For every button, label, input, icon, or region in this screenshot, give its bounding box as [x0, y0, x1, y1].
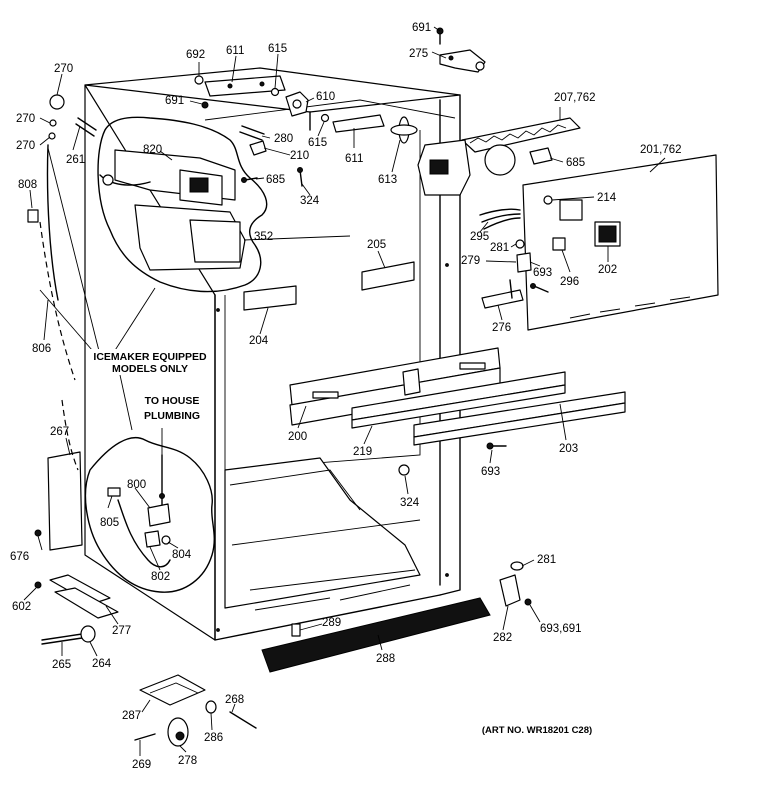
label-295: 295	[470, 231, 489, 243]
icemaker-area-outline	[97, 116, 268, 293]
label-269: 269	[132, 759, 151, 771]
label-268: 268	[225, 694, 244, 706]
label-693-b: 693	[481, 466, 500, 478]
art-number: (ART NO. WR18201 C28)	[482, 725, 592, 736]
label-602: 602	[12, 601, 31, 613]
label-203: 203	[559, 443, 578, 455]
label-278: 278	[178, 755, 197, 767]
label-261: 261	[66, 154, 85, 166]
lower-parts	[134, 561, 532, 747]
icemaker-assembly	[99, 149, 246, 271]
cross-rails	[289, 347, 626, 476]
label-676: 676	[10, 551, 29, 563]
label-611-b: 611	[345, 153, 363, 165]
label-691-top: 691	[412, 22, 431, 34]
label-270-b: 270	[16, 113, 35, 125]
label-287: 287	[122, 710, 141, 722]
back-brackets	[243, 261, 415, 311]
label-204: 204	[249, 335, 269, 347]
label-800: 800	[127, 479, 146, 491]
control-panel	[479, 154, 719, 331]
label-352: 352	[254, 231, 273, 243]
label-279: 279	[461, 255, 480, 267]
label-281-a: 281	[490, 242, 509, 254]
top-parts	[27, 27, 486, 223]
label-288: 288	[376, 653, 395, 665]
label-200: 200	[288, 431, 307, 443]
label-270-a: 270	[54, 63, 73, 75]
label-205: 205	[367, 239, 386, 251]
label-219: 219	[353, 446, 372, 458]
label-286: 286	[204, 732, 223, 744]
label-289: 289	[322, 617, 341, 629]
label-202: 202	[598, 264, 617, 276]
label-805: 805	[100, 517, 119, 529]
label-615-top: 615	[268, 43, 287, 55]
label-201-762: 201,762	[640, 144, 682, 156]
leader-lines	[23, 26, 666, 756]
label-806: 806	[32, 343, 51, 355]
label-207-762: 207,762	[554, 92, 596, 104]
note-plumbing-line1: TO HOUSE	[145, 395, 200, 407]
label-264: 264	[92, 658, 112, 670]
label-276: 276	[492, 322, 511, 334]
note-icemaker-line2: MODELS ONLY	[112, 363, 188, 375]
label-802: 802	[151, 571, 170, 583]
label-281-b: 281	[537, 554, 556, 566]
label-808: 808	[18, 179, 37, 191]
part-number-labels: 691 275 692 611 615 270 270 270 691 610 …	[10, 22, 682, 771]
label-691-mid: 691	[165, 95, 184, 107]
label-280: 280	[274, 133, 293, 145]
label-610: 610	[316, 91, 335, 103]
water-valve-assembly	[107, 454, 171, 568]
label-275: 275	[409, 48, 428, 60]
label-214: 214	[597, 192, 617, 204]
label-296: 296	[560, 276, 579, 288]
label-611-top: 611	[226, 45, 244, 57]
label-685-a: 685	[266, 174, 285, 186]
label-270-c: 270	[16, 140, 35, 152]
label-324-a: 324	[300, 195, 320, 207]
label-613: 613	[378, 174, 397, 186]
label-693-a: 693	[533, 267, 552, 279]
label-615-b: 615	[308, 137, 327, 149]
label-692: 692	[186, 49, 205, 61]
label-324-b: 324	[400, 497, 420, 509]
label-210: 210	[290, 150, 309, 162]
label-265: 265	[52, 659, 71, 671]
label-804: 804	[172, 549, 192, 561]
label-693-691: 693,691	[540, 623, 582, 635]
note-labels: ICEMAKER EQUIPPED MODELS ONLY TO HOUSE P…	[88, 349, 592, 736]
label-685-b: 685	[566, 157, 585, 169]
note-plumbing-line2: PLUMBING	[144, 410, 200, 422]
label-282: 282	[493, 632, 512, 644]
label-820: 820	[143, 144, 162, 156]
label-267: 267	[50, 426, 69, 438]
note-icemaker-line1: ICEMAKER EQUIPPED	[93, 351, 207, 363]
label-277: 277	[112, 625, 131, 637]
fan-assembly	[390, 116, 581, 196]
plumbing-area-outline	[84, 436, 215, 593]
